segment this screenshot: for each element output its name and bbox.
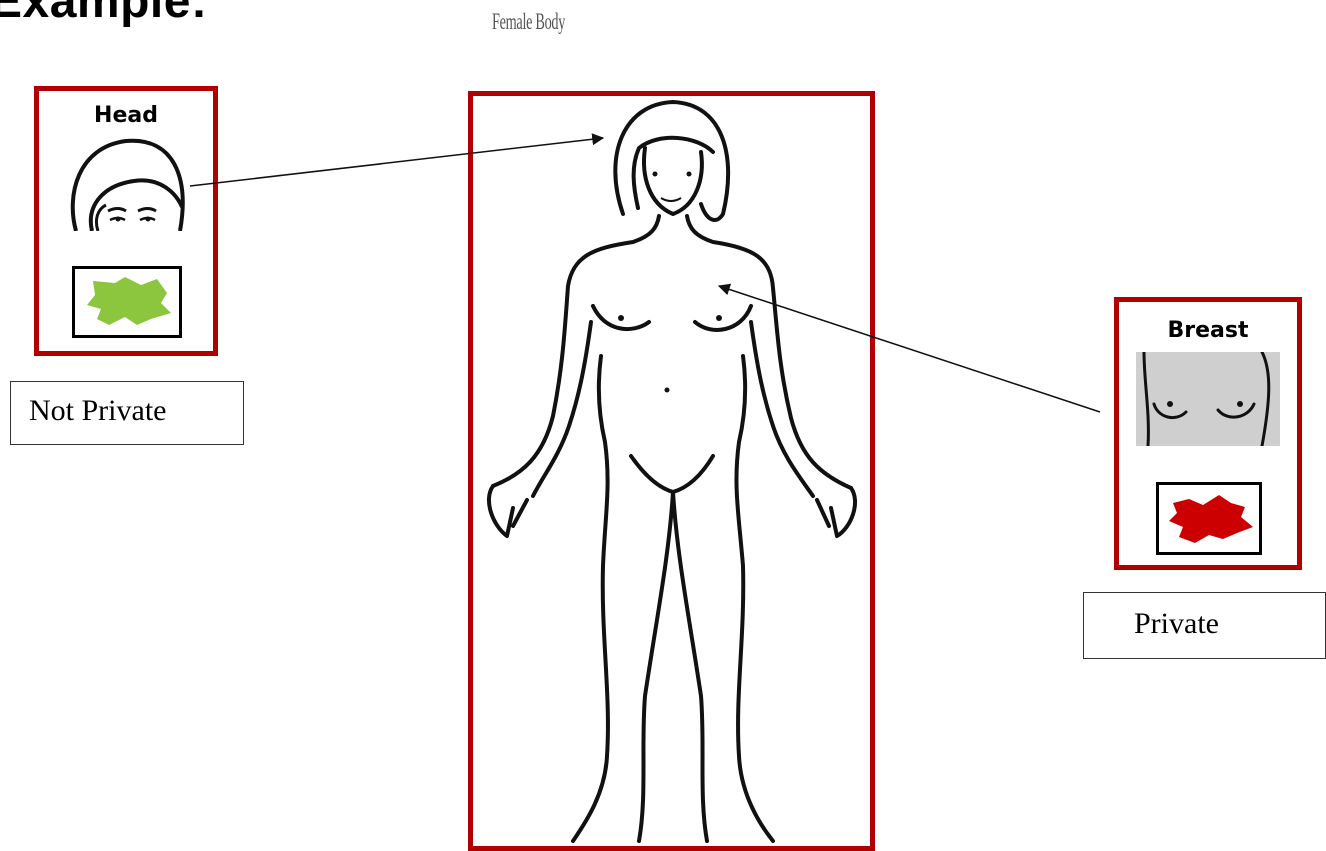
breast-arrow	[719, 286, 1100, 412]
head-arrow	[190, 138, 603, 186]
connector-arrows	[0, 0, 1326, 827]
